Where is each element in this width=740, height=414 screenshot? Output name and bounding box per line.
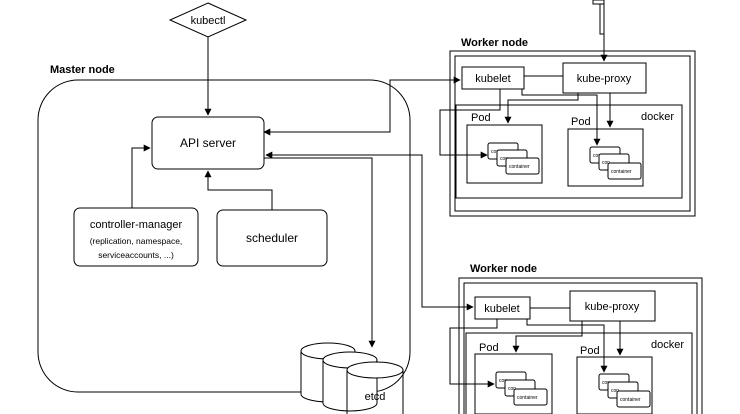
controller-manager-detail-1: (replication, namespace, xyxy=(90,236,183,246)
controller-manager-detail-2: serviceaccounts, ...) xyxy=(98,250,174,260)
kubelet-1-label: kubelet xyxy=(475,73,510,85)
pod-2b-container-3: container xyxy=(620,397,641,403)
pod-1b: Pod con con container xyxy=(567,116,644,187)
pod-2b-container-1: con xyxy=(602,380,610,386)
pod-2b-container-2: con xyxy=(611,388,619,394)
docker-1-box xyxy=(455,104,683,199)
worker-node-1-title: Worker node xyxy=(461,37,528,49)
master-node-title: Master node xyxy=(50,64,115,76)
docker-1-label: docker xyxy=(641,111,674,123)
controller-manager-box: controller-manager (replication, namespa… xyxy=(73,207,199,267)
pod-2a-label: Pod xyxy=(479,342,499,354)
pod-2a-container-2: con xyxy=(508,386,516,392)
kubectl-node: kubectl xyxy=(168,2,248,38)
worker-1-connectors xyxy=(439,0,614,159)
etcd-cylinders xyxy=(300,342,404,414)
kube-proxy-1-box: kube-proxy xyxy=(562,62,647,94)
pod-1b-container-3: container xyxy=(611,169,632,175)
api-server-label: API server xyxy=(180,136,236,150)
kube-proxy-2-box: kube-proxy xyxy=(569,290,656,322)
etcd-label: etcd xyxy=(365,391,386,403)
kubectl-label: kubectl xyxy=(191,15,226,27)
pod-1a-container-3: container xyxy=(509,164,530,170)
worker-2-connectors xyxy=(449,307,624,388)
pod-2a-container-1: con xyxy=(499,378,507,384)
kubelet-1-box: kubelet xyxy=(461,66,525,90)
pod-2a-container-3: container xyxy=(517,395,538,401)
pod-2b: Pod con con container xyxy=(576,345,653,414)
kubelet-2-box: kubelet xyxy=(474,296,531,320)
api-server-box: API server xyxy=(151,116,265,170)
docker-2-label: docker xyxy=(651,339,684,351)
pod-1a: Pod con con container xyxy=(466,112,543,184)
kubelet-2-label: kubelet xyxy=(484,303,519,315)
pod-1b-label: Pod xyxy=(571,116,591,128)
pod-1b-container-2: con xyxy=(602,160,610,166)
worker-node-1 xyxy=(449,50,696,217)
master-connectors xyxy=(131,37,474,348)
pod-1a-container-2: con xyxy=(500,156,508,162)
worker-node-2 xyxy=(458,277,703,414)
kube-proxy-2-label: kube-proxy xyxy=(585,301,640,313)
pod-2b-label: Pod xyxy=(580,345,600,357)
pod-2a: Pod con con container xyxy=(474,342,553,414)
scheduler-box: scheduler xyxy=(216,209,328,267)
scheduler-label: scheduler xyxy=(246,231,298,245)
pod-1a-container-1: con xyxy=(491,149,499,155)
pod-1b-container-1: con xyxy=(593,153,601,159)
kube-proxy-1-label: kube-proxy xyxy=(577,73,632,85)
docker-2-box xyxy=(465,332,693,414)
worker-node-2-title: Worker node xyxy=(470,263,537,275)
pod-1a-label: Pod xyxy=(471,112,491,124)
controller-manager-label: controller-manager xyxy=(90,219,183,231)
